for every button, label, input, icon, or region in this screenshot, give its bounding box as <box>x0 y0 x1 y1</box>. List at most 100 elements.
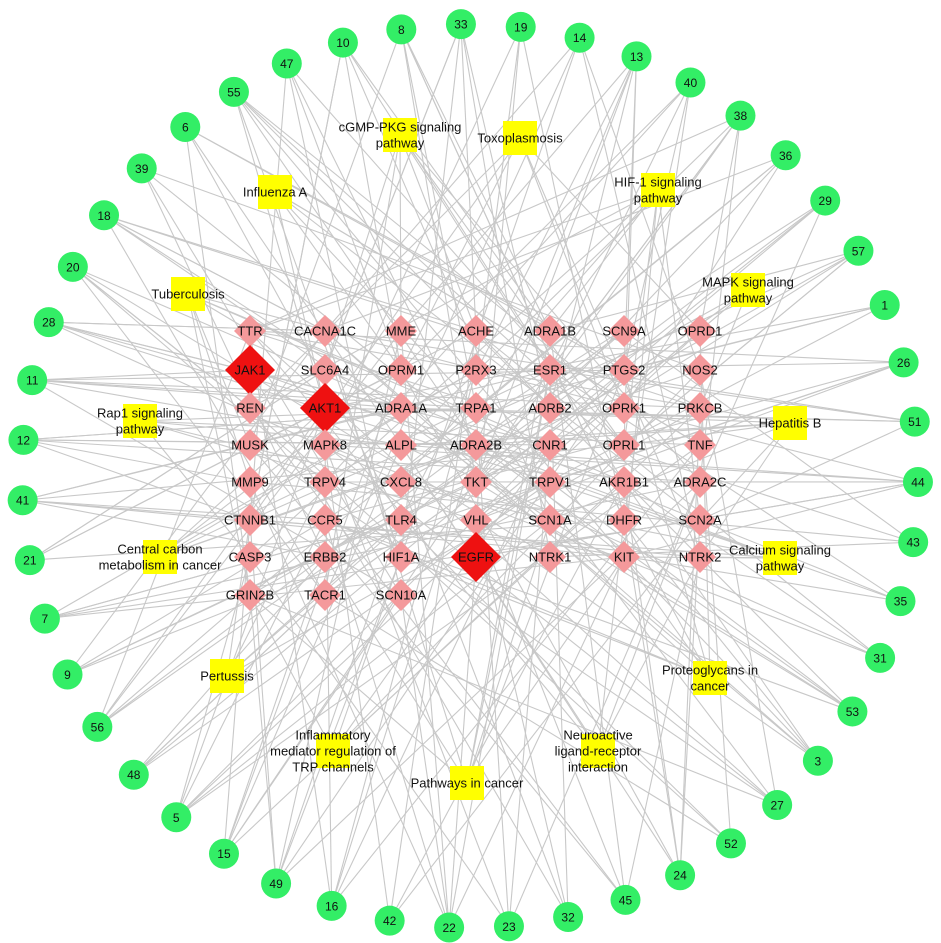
target-node-p2rx3[interactable]: P2RX3 <box>455 354 497 386</box>
compound-node-9[interactable]: 9 <box>52 659 83 690</box>
compound-node-31[interactable]: 31 <box>865 642 896 673</box>
compound-node-24[interactable]: 24 <box>665 860 696 891</box>
compound-node-40[interactable]: 40 <box>675 67 706 98</box>
compound-node-11[interactable]: 11 <box>17 365 48 396</box>
target-node-cacna1c[interactable]: CACNA1C <box>294 315 356 347</box>
target-node-tacr1[interactable]: TACR1 <box>304 579 346 611</box>
compound-node-10[interactable]: 10 <box>327 27 358 58</box>
target-node-mapk8[interactable]: MAPK8 <box>303 429 347 461</box>
target-node-mmp9[interactable]: MMP9 <box>231 466 269 498</box>
pathway-node-toxoplasmosis[interactable]: Toxoplasmosis <box>477 121 563 155</box>
target-node-grin2b[interactable]: GRIN2B <box>226 579 274 611</box>
pathway-node-influenza-a[interactable]: Influenza A <box>243 175 308 209</box>
compound-node-47[interactable]: 47 <box>271 48 302 79</box>
compound-node-45[interactable]: 45 <box>610 884 641 915</box>
pathway-node-hepatitis-b[interactable]: Hepatitis B <box>759 406 822 440</box>
compound-node-49[interactable]: 49 <box>261 868 292 899</box>
compound-node-16[interactable]: 16 <box>316 890 347 921</box>
compound-node-32[interactable]: 32 <box>553 902 584 933</box>
compound-node-42[interactable]: 42 <box>374 905 405 936</box>
target-node-akt1[interactable]: AKT1 <box>300 383 350 433</box>
target-node-ttr[interactable]: TTR <box>234 315 266 347</box>
target-node-adrb2[interactable]: ADRB2 <box>528 392 572 424</box>
compound-node-6[interactable]: 6 <box>170 112 201 143</box>
compound-node-52[interactable]: 52 <box>715 828 746 859</box>
compound-node-20[interactable]: 20 <box>57 251 88 282</box>
target-node-oprd1[interactable]: OPRD1 <box>678 315 723 347</box>
compound-node-23[interactable]: 23 <box>493 911 524 942</box>
compound-node-41[interactable]: 41 <box>7 485 38 516</box>
compound-node-39[interactable]: 39 <box>126 153 157 184</box>
compound-node-56[interactable]: 56 <box>82 711 113 742</box>
target-node-jak1[interactable]: JAK1 <box>225 345 275 395</box>
compound-node-14[interactable]: 14 <box>564 22 595 53</box>
target-node-scn9a[interactable]: SCN9A <box>602 315 646 347</box>
target-node-musk[interactable]: MUSK <box>231 429 269 461</box>
target-node-ntrk1[interactable]: NTRK1 <box>529 541 572 573</box>
compound-node-44[interactable]: 44 <box>902 466 933 497</box>
compound-node-22[interactable]: 22 <box>434 912 465 943</box>
target-node-ren[interactable]: REN <box>234 392 266 424</box>
target-node-adra1a[interactable]: ADRA1A <box>375 392 427 424</box>
compound-node-3[interactable]: 3 <box>802 745 833 776</box>
target-node-akr1b1[interactable]: AKR1B1 <box>599 466 649 498</box>
compound-node-5[interactable]: 5 <box>161 802 192 833</box>
compound-node-33[interactable]: 33 <box>445 9 476 40</box>
target-node-kit[interactable]: KIT <box>608 541 640 573</box>
compound-node-55[interactable]: 55 <box>218 76 249 107</box>
target-node-casp3[interactable]: CASP3 <box>229 541 272 573</box>
compound-node-15[interactable]: 15 <box>208 838 239 869</box>
target-node-prkcb[interactable]: PRKCB <box>678 392 723 424</box>
target-node-mme[interactable]: MME <box>385 315 417 347</box>
pathway-node-tuberculosis[interactable]: Tuberculosis <box>151 277 225 311</box>
compound-node-12[interactable]: 12 <box>8 424 39 455</box>
target-node-egfr[interactable]: EGFR <box>451 532 501 582</box>
target-node-dhfr[interactable]: DHFR <box>606 504 642 536</box>
target-node-scn10a[interactable]: SCN10A <box>376 579 427 611</box>
target-node-erbb2[interactable]: ERBB2 <box>304 541 347 573</box>
compound-node-1[interactable]: 1 <box>869 290 900 321</box>
target-node-ntrk2[interactable]: NTRK2 <box>679 541 722 573</box>
target-node-oprk1[interactable]: OPRK1 <box>602 392 646 424</box>
target-node-adra2b[interactable]: ADRA2B <box>450 429 502 461</box>
compound-node-38[interactable]: 38 <box>725 100 756 131</box>
target-node-adra2c[interactable]: ADRA2C <box>674 466 727 498</box>
target-node-cxcl8[interactable]: CXCL8 <box>380 466 422 498</box>
compound-node-13[interactable]: 13 <box>621 41 652 72</box>
pathway-node-pathways-in-cancer[interactable]: Pathways in cancer <box>411 766 524 800</box>
compound-node-43[interactable]: 43 <box>898 527 929 558</box>
target-node-ctnnb1[interactable]: CTNNB1 <box>224 504 276 536</box>
target-node-slc6a4[interactable]: SLC6A4 <box>301 354 349 386</box>
compound-node-36[interactable]: 36 <box>770 140 801 171</box>
target-node-nos2[interactable]: NOS2 <box>682 354 718 386</box>
target-node-trpv4[interactable]: TRPV4 <box>304 466 346 498</box>
target-node-oprm1[interactable]: OPRM1 <box>378 354 424 386</box>
target-node-esr1[interactable]: ESR1 <box>533 354 567 386</box>
compound-node-18[interactable]: 18 <box>89 200 120 231</box>
compound-node-8[interactable]: 8 <box>386 14 417 45</box>
target-node-tkt[interactable]: TKT <box>460 466 492 498</box>
pathway-node-pertussis[interactable]: Pertussis <box>200 659 254 693</box>
target-node-vhl[interactable]: VHL <box>460 504 492 536</box>
target-node-scn2a[interactable]: SCN2A <box>678 504 722 536</box>
target-node-trpa1[interactable]: TRPA1 <box>456 392 497 424</box>
compound-node-35[interactable]: 35 <box>885 586 916 617</box>
compound-node-28[interactable]: 28 <box>33 307 64 338</box>
compound-node-19[interactable]: 19 <box>505 11 536 42</box>
target-node-adra1b[interactable]: ADRA1B <box>524 315 576 347</box>
compound-node-53[interactable]: 53 <box>837 696 868 727</box>
target-node-oprl1[interactable]: OPRL1 <box>603 429 646 461</box>
compound-node-27[interactable]: 27 <box>762 790 793 821</box>
compound-node-51[interactable]: 51 <box>899 406 930 437</box>
target-node-hif1a[interactable]: HIF1A <box>383 541 420 573</box>
compound-node-21[interactable]: 21 <box>14 545 45 576</box>
compound-node-26[interactable]: 26 <box>888 347 919 378</box>
